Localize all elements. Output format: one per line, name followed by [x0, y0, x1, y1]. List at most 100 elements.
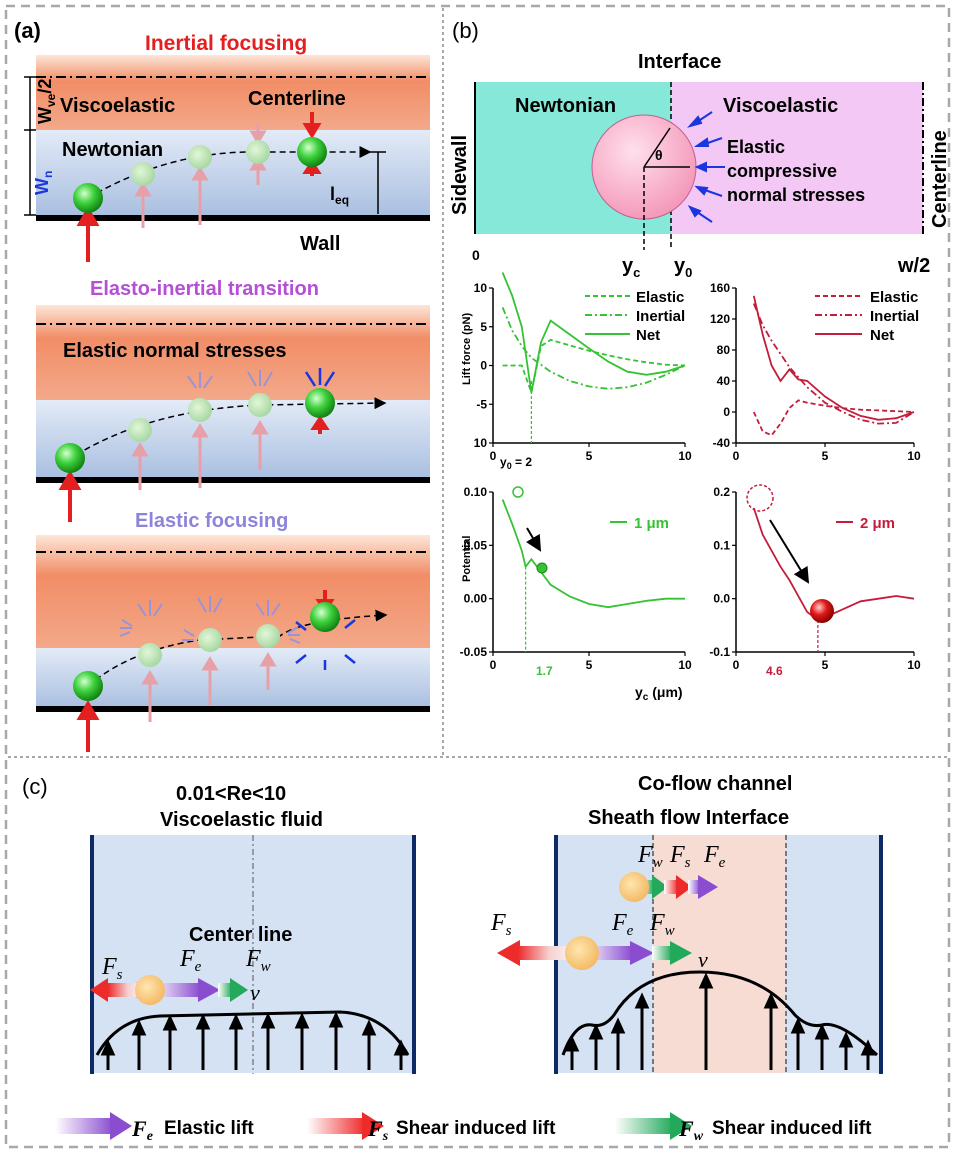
label-centerline-a: Centerline: [248, 88, 346, 110]
lift-force-ylabel: Lift force (pN): [461, 313, 473, 385]
y-tick-label: -5: [476, 397, 487, 411]
panel-a: (a) Inertial focusing Viscoelastic Cente…: [14, 18, 430, 752]
particle-faded: [246, 140, 270, 164]
x-tick-label: 10: [907, 658, 921, 672]
y0-eq-label: y0 = 2: [500, 455, 532, 471]
particle-faded: [188, 145, 212, 169]
y-tick-label: 120: [710, 312, 730, 326]
legend-inertial-2: Inertial: [870, 308, 919, 325]
y-tick-label: 5: [480, 320, 487, 334]
x-tick-label: 0: [490, 658, 497, 672]
panel-b-label: (b): [452, 18, 479, 43]
legend-1um: 1 μm: [634, 515, 669, 532]
wall-2: [36, 477, 430, 483]
series-line-solid: [752, 295, 915, 421]
nu-label-right: ν: [698, 947, 708, 972]
fe-label-right-top: Fe: [703, 842, 726, 871]
right-title-coflow: Co-flow channel: [638, 773, 792, 795]
newtonian-layer-2: [36, 400, 430, 478]
end-marker-2um: [810, 599, 834, 623]
label-yc: yc: [622, 255, 640, 280]
y-tick-label: 40: [717, 374, 731, 388]
x-tick-label: 10: [678, 449, 692, 463]
viscoelastic-region: [671, 82, 923, 234]
label-viscoelastic-a: Viscoelastic: [60, 95, 175, 117]
label-interface: Interface: [638, 51, 721, 73]
title-inertial-focusing: Inertial focusing: [145, 32, 307, 55]
trajectory-1: [87, 146, 372, 199]
wve-label: Wve/2: [35, 79, 58, 124]
wn-label: Wn: [32, 171, 55, 195]
arrow-1um: [525, 527, 542, 552]
panel-c-label: (c): [22, 774, 48, 799]
legend-net-2: Net: [870, 327, 894, 344]
label-center-line: Center line: [189, 924, 292, 946]
y-tick-label: 0: [480, 359, 487, 373]
arrow-2um: [769, 519, 810, 584]
label-elastic-normal-stresses: Elastic normal stresses: [63, 340, 286, 362]
y-tick-label: -40: [713, 436, 731, 450]
viscoelastic-layer-1: [36, 55, 430, 130]
label-newtonian-b: Newtonian: [515, 95, 616, 117]
legend-fe-symbol: Fe: [131, 1116, 153, 1144]
potential-ylabel: Potential: [461, 536, 473, 582]
legend-fw-text: Shear induced lift: [712, 1118, 872, 1139]
left-title-fluid: Viscoelastic fluid: [160, 809, 323, 831]
y-tick-label: 0.0: [713, 592, 730, 606]
title-elastic-focusing: Elastic focusing: [135, 510, 288, 532]
legend-fe-text: Elastic lift: [164, 1118, 254, 1139]
y-tick-label: 0.2: [713, 485, 730, 499]
legend-net-1: Net: [636, 327, 660, 344]
y-tick-label: 0.1: [713, 538, 730, 552]
newtonian-layer-3: [36, 648, 430, 708]
panel-c: (c) 0.01<Re<10 Viscoelastic fluid Co-flo…: [22, 773, 883, 1144]
legend-inertial-1: Inertial: [636, 308, 685, 325]
viscoelastic-layer-3: [36, 535, 430, 650]
series-line-dashed: [502, 338, 686, 396]
series-line-solid: [501, 499, 685, 609]
x-tick-label: 5: [586, 449, 593, 463]
legend-fs-symbol: Fs: [367, 1116, 389, 1144]
particle-c-right-bottom: [565, 936, 599, 970]
theta-label: θ: [655, 147, 663, 163]
end-marker-1um: [536, 562, 548, 574]
fs-label-right-bottom: Fs: [490, 910, 512, 939]
y-tick-label: 10: [474, 436, 488, 450]
label-viscoelastic-b: Viscoelastic: [723, 95, 838, 117]
force-legend: Fe Elastic lift Fs Shear induced lift Fw…: [55, 1112, 872, 1144]
y-tick-label: 0.05: [464, 538, 488, 552]
y-tick-label: -0.05: [460, 645, 488, 659]
title-elasto-inertial: Elasto-inertial transition: [90, 278, 319, 300]
fw-label-right-top: Fw: [637, 842, 663, 871]
trajectory-2: [75, 397, 387, 456]
particle-end: [297, 137, 327, 167]
x-tick-label: 10: [907, 449, 921, 463]
yc-xlabel: yc (μm): [635, 684, 683, 703]
leq-label: leq: [330, 184, 349, 207]
particle-c-right-top: [619, 872, 649, 902]
label-y0: y0: [674, 255, 692, 280]
start-marker-2um: [746, 484, 774, 512]
wall-1: [36, 215, 430, 221]
series-line-dashed: [752, 399, 915, 437]
y-tick-label: 10: [474, 281, 488, 295]
particle-start: [73, 183, 103, 213]
fe-label-right-bottom: Fe: [611, 910, 634, 939]
series-line-dash-dot: [501, 307, 686, 390]
particle-faded: [131, 162, 155, 186]
label-elastic-b1: Elastic: [727, 137, 785, 157]
label-centerline-b: Centerline: [929, 130, 951, 228]
legend-potential-2um: 2 μm: [836, 515, 895, 532]
legend-elastic-2: Elastic: [870, 289, 918, 306]
x-tick-label: 0: [733, 449, 740, 463]
label-w2: w/2: [897, 255, 930, 277]
viscoelastic-layer-2: [36, 305, 430, 400]
legend-lift-1um: Elastic Inertial Net: [585, 289, 685, 344]
y-tick-label: 0: [723, 405, 730, 419]
series-line-solid: [501, 272, 686, 393]
mark-46: 4.6: [766, 664, 783, 678]
